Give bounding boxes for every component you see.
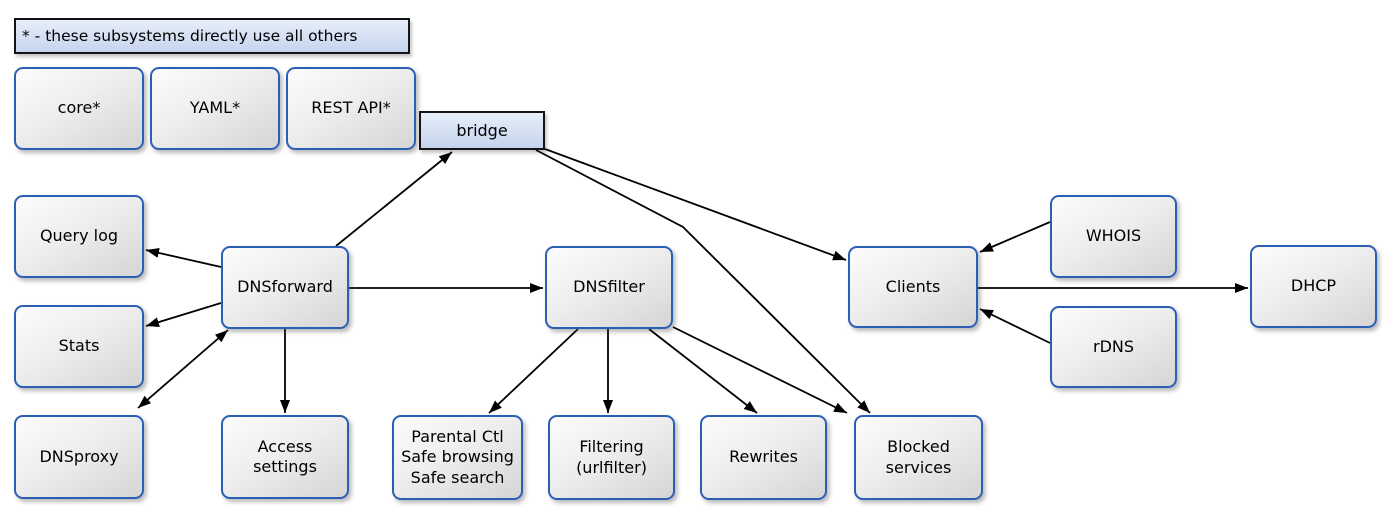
node-clients-label: Clients xyxy=(885,276,941,296)
edge-rdns-clients xyxy=(979,308,1051,344)
node-rdns-label: rDNS xyxy=(1092,336,1135,356)
edge-dnsforward-dnsproxy xyxy=(137,329,229,409)
node-dnsproxy: DNSproxy xyxy=(14,415,144,499)
legend-note: * - these subsystems directly use all ot… xyxy=(14,18,410,54)
node-dhcp-label: DHCP xyxy=(1290,276,1337,296)
node-rewrites-label: Rewrites xyxy=(729,447,798,467)
node-yaml: YAML* xyxy=(150,67,280,150)
node-parental-label: Parental Ctl Safe browsing Safe search xyxy=(401,426,514,487)
node-filtering-label: Filtering (urlfilter) xyxy=(576,437,647,477)
node-dnsfilter: DNSfilter xyxy=(545,246,673,329)
node-whois-label: WHOIS xyxy=(1085,226,1142,246)
node-stats-label: Stats xyxy=(58,336,100,356)
edge-dnsfilter-parental xyxy=(488,328,579,414)
node-dnsforward: DNSforward xyxy=(221,246,349,329)
edge-dnsforward-stats xyxy=(145,302,222,327)
node-rewrites: Rewrites xyxy=(700,415,827,500)
node-filtering: Filtering (urlfilter) xyxy=(548,415,675,500)
edge-bridge-blocked-services xyxy=(535,149,871,414)
node-rest-api-label: REST API* xyxy=(311,98,391,118)
node-rest-api: REST API* xyxy=(286,67,416,150)
edge-dnsfilter-rewrites xyxy=(648,328,758,414)
node-core: core* xyxy=(14,67,144,150)
edge-dnsforward-bridge xyxy=(335,151,453,247)
node-clients: Clients xyxy=(848,246,978,328)
node-access-settings: Access settings xyxy=(221,415,349,499)
legend-text: * - these subsystems directly use all ot… xyxy=(22,27,358,45)
edge-dnsforward-query-log xyxy=(145,247,222,268)
node-bridge: bridge xyxy=(419,111,545,150)
node-dhcp: DHCP xyxy=(1250,245,1377,328)
node-parental: Parental Ctl Safe browsing Safe search xyxy=(392,415,523,500)
node-query-log-label: Query log xyxy=(39,226,119,246)
node-query-log: Query log xyxy=(14,195,144,278)
node-dnsforward-label: DNSforward xyxy=(237,277,333,297)
node-access-settings-label: Access settings xyxy=(253,436,317,476)
edge-dnsfilter-blocked-services xyxy=(672,326,848,414)
node-blocked-services-label: Blocked services xyxy=(885,437,952,477)
node-yaml-label: YAML* xyxy=(189,98,241,118)
node-dnsproxy-label: DNSproxy xyxy=(39,446,119,466)
node-whois: WHOIS xyxy=(1050,195,1177,278)
node-stats: Stats xyxy=(14,305,144,388)
node-rdns: rDNS xyxy=(1050,306,1177,388)
node-bridge-label: bridge xyxy=(456,121,508,140)
node-blocked-services: Blocked services xyxy=(854,415,983,500)
node-dnsfilter-label: DNSfilter xyxy=(573,277,645,297)
edge-whois-clients xyxy=(979,221,1051,253)
edge-bridge-clients xyxy=(544,148,847,261)
node-core-label: core* xyxy=(57,98,101,118)
